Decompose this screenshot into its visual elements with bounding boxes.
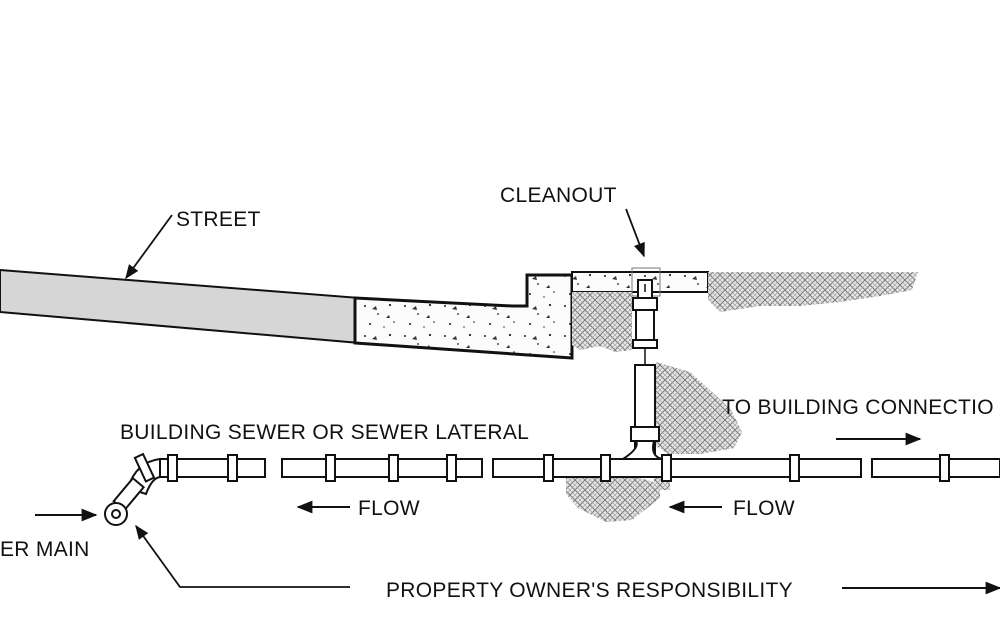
- cleanout-leader-arrow: [625, 208, 645, 258]
- street-label: STREET: [176, 208, 261, 231]
- cleanout-riser-icon: [630, 279, 660, 456]
- main-leader-line: [135, 524, 350, 588]
- flow-left-label: FLOW: [358, 497, 420, 520]
- lateral-pipe: [159, 440, 1000, 482]
- curb-and-gutter: [353, 273, 574, 360]
- flow-right-label: FLOW: [733, 497, 795, 520]
- leader-lines: [125, 208, 645, 588]
- street-leader-arrow: [125, 214, 173, 280]
- direction-arrows: [35, 432, 1000, 595]
- main-label: ER MAIN: [0, 538, 90, 561]
- to-building-label: TO BUILDING CONNECTIO: [722, 396, 994, 419]
- lateral-label: BUILDING SEWER OR SEWER LATERAL: [120, 421, 529, 444]
- sewer-main-pipe-icon: [104, 452, 161, 526]
- cleanout-label: CLEANOUT: [500, 184, 617, 207]
- street-slab: [0, 268, 361, 345]
- responsibility-label: PROPERTY OWNER'S RESPONSIBILITY: [386, 579, 793, 602]
